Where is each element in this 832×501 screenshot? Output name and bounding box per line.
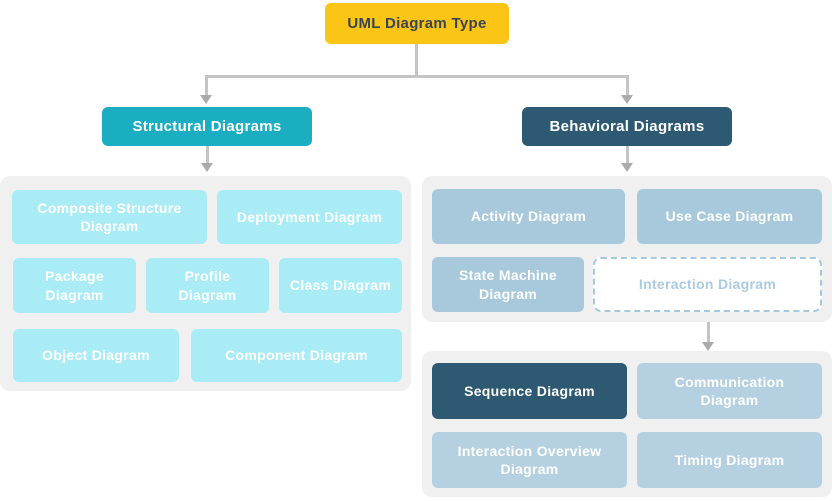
node-class-diagram[interactable]: Class Diagram: [279, 258, 402, 313]
node-interaction-diagram[interactable]: Interaction Diagram: [593, 257, 822, 312]
node-package-diagram[interactable]: Package Diagram: [13, 258, 136, 313]
connector-structural-panel: [206, 146, 209, 164]
connector-behavioral-drop: [626, 75, 629, 96]
node-behavioral-diagrams[interactable]: Behavioral Diagrams: [522, 107, 732, 146]
connector-branch-horizontal: [205, 75, 629, 78]
node-state-machine-diagram[interactable]: State Machine Diagram: [432, 257, 584, 312]
arrow-down-icon: [621, 95, 633, 104]
node-timing-diagram[interactable]: Timing Diagram: [637, 432, 822, 488]
node-interaction-overview-diagram[interactable]: Interaction Overview Diagram: [432, 432, 627, 488]
arrow-down-icon: [201, 163, 213, 172]
node-communication-diagram[interactable]: Communication Diagram: [637, 363, 822, 419]
node-uml-diagram-type[interactable]: UML Diagram Type: [325, 3, 509, 44]
node-object-diagram[interactable]: Object Diagram: [13, 329, 179, 382]
node-use-case-diagram[interactable]: Use Case Diagram: [637, 189, 822, 244]
node-component-diagram[interactable]: Component Diagram: [191, 329, 402, 382]
arrow-down-icon: [621, 163, 633, 172]
arrow-down-icon: [702, 342, 714, 351]
node-activity-diagram[interactable]: Activity Diagram: [432, 189, 625, 244]
node-sequence-diagram[interactable]: Sequence Diagram: [432, 363, 627, 419]
node-structural-diagrams[interactable]: Structural Diagrams: [102, 107, 312, 146]
node-deployment-diagram[interactable]: Deployment Diagram: [217, 190, 402, 244]
connector-interaction-panel: [707, 314, 710, 343]
node-composite-structure-diagram[interactable]: Composite Structure Diagram: [12, 190, 207, 244]
connector-structural-drop: [205, 75, 208, 96]
node-profile-diagram[interactable]: Profile Diagram: [146, 258, 269, 313]
arrow-down-icon: [200, 95, 212, 104]
connector-behavioral-panel: [626, 146, 629, 164]
connector-root-stem: [415, 44, 418, 77]
